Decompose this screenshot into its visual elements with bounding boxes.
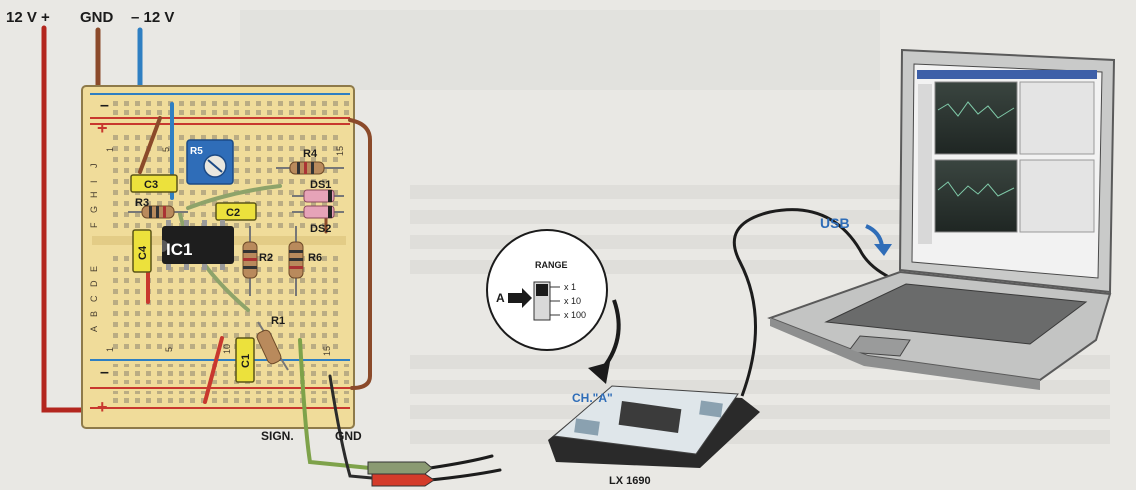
row-letter-g: G bbox=[89, 206, 99, 213]
row-letter-f: F bbox=[89, 222, 99, 228]
col-number-1-top: 1 bbox=[105, 147, 115, 152]
row-letter-a: A bbox=[89, 326, 99, 332]
row-letter-b: B bbox=[89, 311, 99, 317]
label-c4: C4 bbox=[137, 245, 149, 260]
rail-plus-top: + bbox=[97, 118, 108, 138]
power-label-gnd: GND bbox=[80, 9, 114, 26]
row-letter-d: D bbox=[89, 280, 99, 287]
col-number-5-top: 5 bbox=[161, 147, 171, 152]
label-ic1: IC1 bbox=[166, 240, 192, 259]
label-sign: SIGN. bbox=[261, 429, 294, 443]
label-lx1690: LX 1690 bbox=[609, 475, 651, 487]
range-option-x10: x 10 bbox=[564, 296, 581, 306]
label-c2: C2 bbox=[226, 207, 240, 219]
col-number-10-bottom: 10 bbox=[222, 344, 232, 354]
label-r4: R4 bbox=[303, 148, 318, 160]
range-pointer-label: A bbox=[496, 291, 505, 305]
row-letter-i: I bbox=[89, 180, 99, 183]
label-c3: C3 bbox=[144, 179, 158, 191]
col-number-5-bottom: 5 bbox=[164, 347, 174, 352]
label-usb: USB bbox=[820, 215, 850, 231]
power-label-plus: 12 V + bbox=[6, 9, 50, 26]
label-c1: C1 bbox=[240, 354, 252, 368]
col-number-15-bottom: 15 bbox=[322, 346, 332, 356]
row-letter-c: C bbox=[89, 295, 99, 302]
label-r6: R6 bbox=[308, 252, 322, 264]
label-r1: R1 bbox=[271, 315, 285, 327]
col-number-15-top: 15 bbox=[335, 146, 345, 156]
rail-minus-top: – bbox=[100, 97, 109, 114]
clip-red bbox=[372, 474, 434, 486]
power-label-minus: – 12 V bbox=[131, 9, 174, 26]
label-r5: R5 bbox=[190, 146, 203, 157]
range-callout bbox=[487, 230, 607, 350]
rail-plus-bottom: + bbox=[97, 397, 108, 417]
range-title: RANGE bbox=[535, 260, 568, 270]
range-option-x1: x 1 bbox=[564, 282, 576, 292]
row-letter-h: H bbox=[89, 192, 99, 199]
rail-minus-bottom: – bbox=[100, 364, 109, 381]
label-channel-a: CH."A" bbox=[572, 391, 613, 405]
label-ds1: DS1 bbox=[310, 179, 331, 191]
row-letter-e: E bbox=[89, 266, 99, 272]
label-r3: R3 bbox=[135, 197, 149, 209]
clip-green bbox=[368, 462, 432, 474]
label-gnd-probe: GND bbox=[335, 429, 362, 443]
col-number-1-bottom: 1 bbox=[105, 347, 115, 352]
label-ds2: DS2 bbox=[310, 223, 331, 235]
row-letter-j: J bbox=[89, 164, 99, 169]
usb-arrow-head bbox=[874, 244, 892, 256]
label-r2: R2 bbox=[259, 252, 273, 264]
range-option-x100: x 100 bbox=[564, 310, 586, 320]
